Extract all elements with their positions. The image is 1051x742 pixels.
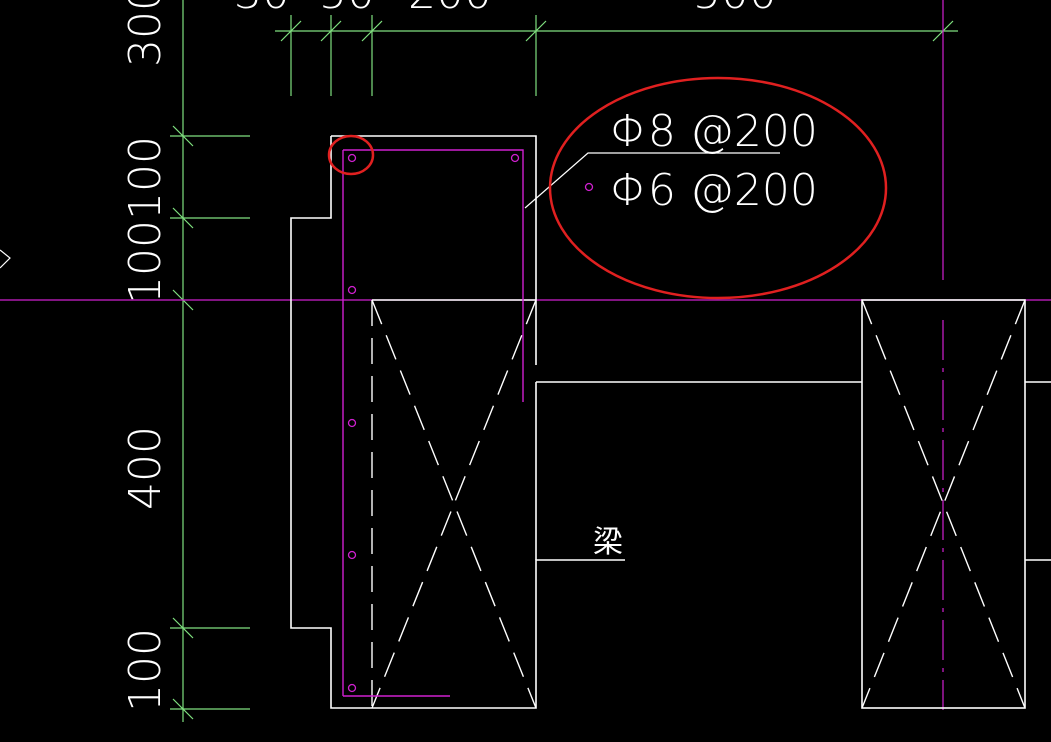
rebar-dot: [347, 683, 357, 693]
column-left-cross: [371, 299, 537, 709]
rebar-stirrup[interactable]: [342, 149, 524, 697]
note-leader: [524, 152, 780, 209]
rebar-dots: [347, 153, 594, 693]
dim-left-100-b: 100: [120, 220, 171, 304]
dimension-lines: [170, 0, 958, 722]
rebar-dot: [347, 153, 357, 163]
rebar-dot: [347, 285, 357, 295]
dim-top-200: 200: [408, 0, 492, 19]
highlight-corner-circle: [327, 134, 375, 176]
column-right-cross: [861, 299, 1026, 709]
axis-lines: [0, 0, 1051, 710]
highlight-marks: [327, 76, 888, 300]
dim-top-30: 30: [234, 0, 290, 19]
dim-left-100-c: 100: [120, 628, 171, 712]
rebar-dot: [510, 153, 520, 163]
dim-top-500: 500: [693, 0, 777, 19]
highlight-notes-ellipse: [548, 76, 888, 300]
dim-left-400: 400: [120, 426, 171, 510]
edge-mark: [0, 249, 11, 269]
beam-label: 梁: [593, 525, 623, 560]
top-dimension-labels: 30 50 200 500: [234, 0, 777, 19]
rebar-dot: [347, 418, 357, 428]
rebar-note-tie: Φ6 @200: [610, 165, 818, 216]
left-dimension-labels: 300 100 100 400 100: [120, 0, 171, 712]
structure-outline[interactable]: [290, 135, 1051, 709]
rebar-note-main: Φ8 @200: [610, 106, 818, 157]
rebar-dot: [347, 550, 357, 560]
dim-left-300: 300: [120, 0, 171, 67]
dim-top-50: 50: [319, 0, 375, 19]
rebar-dot: [584, 182, 594, 192]
dim-left-100-a: 100: [120, 136, 171, 220]
